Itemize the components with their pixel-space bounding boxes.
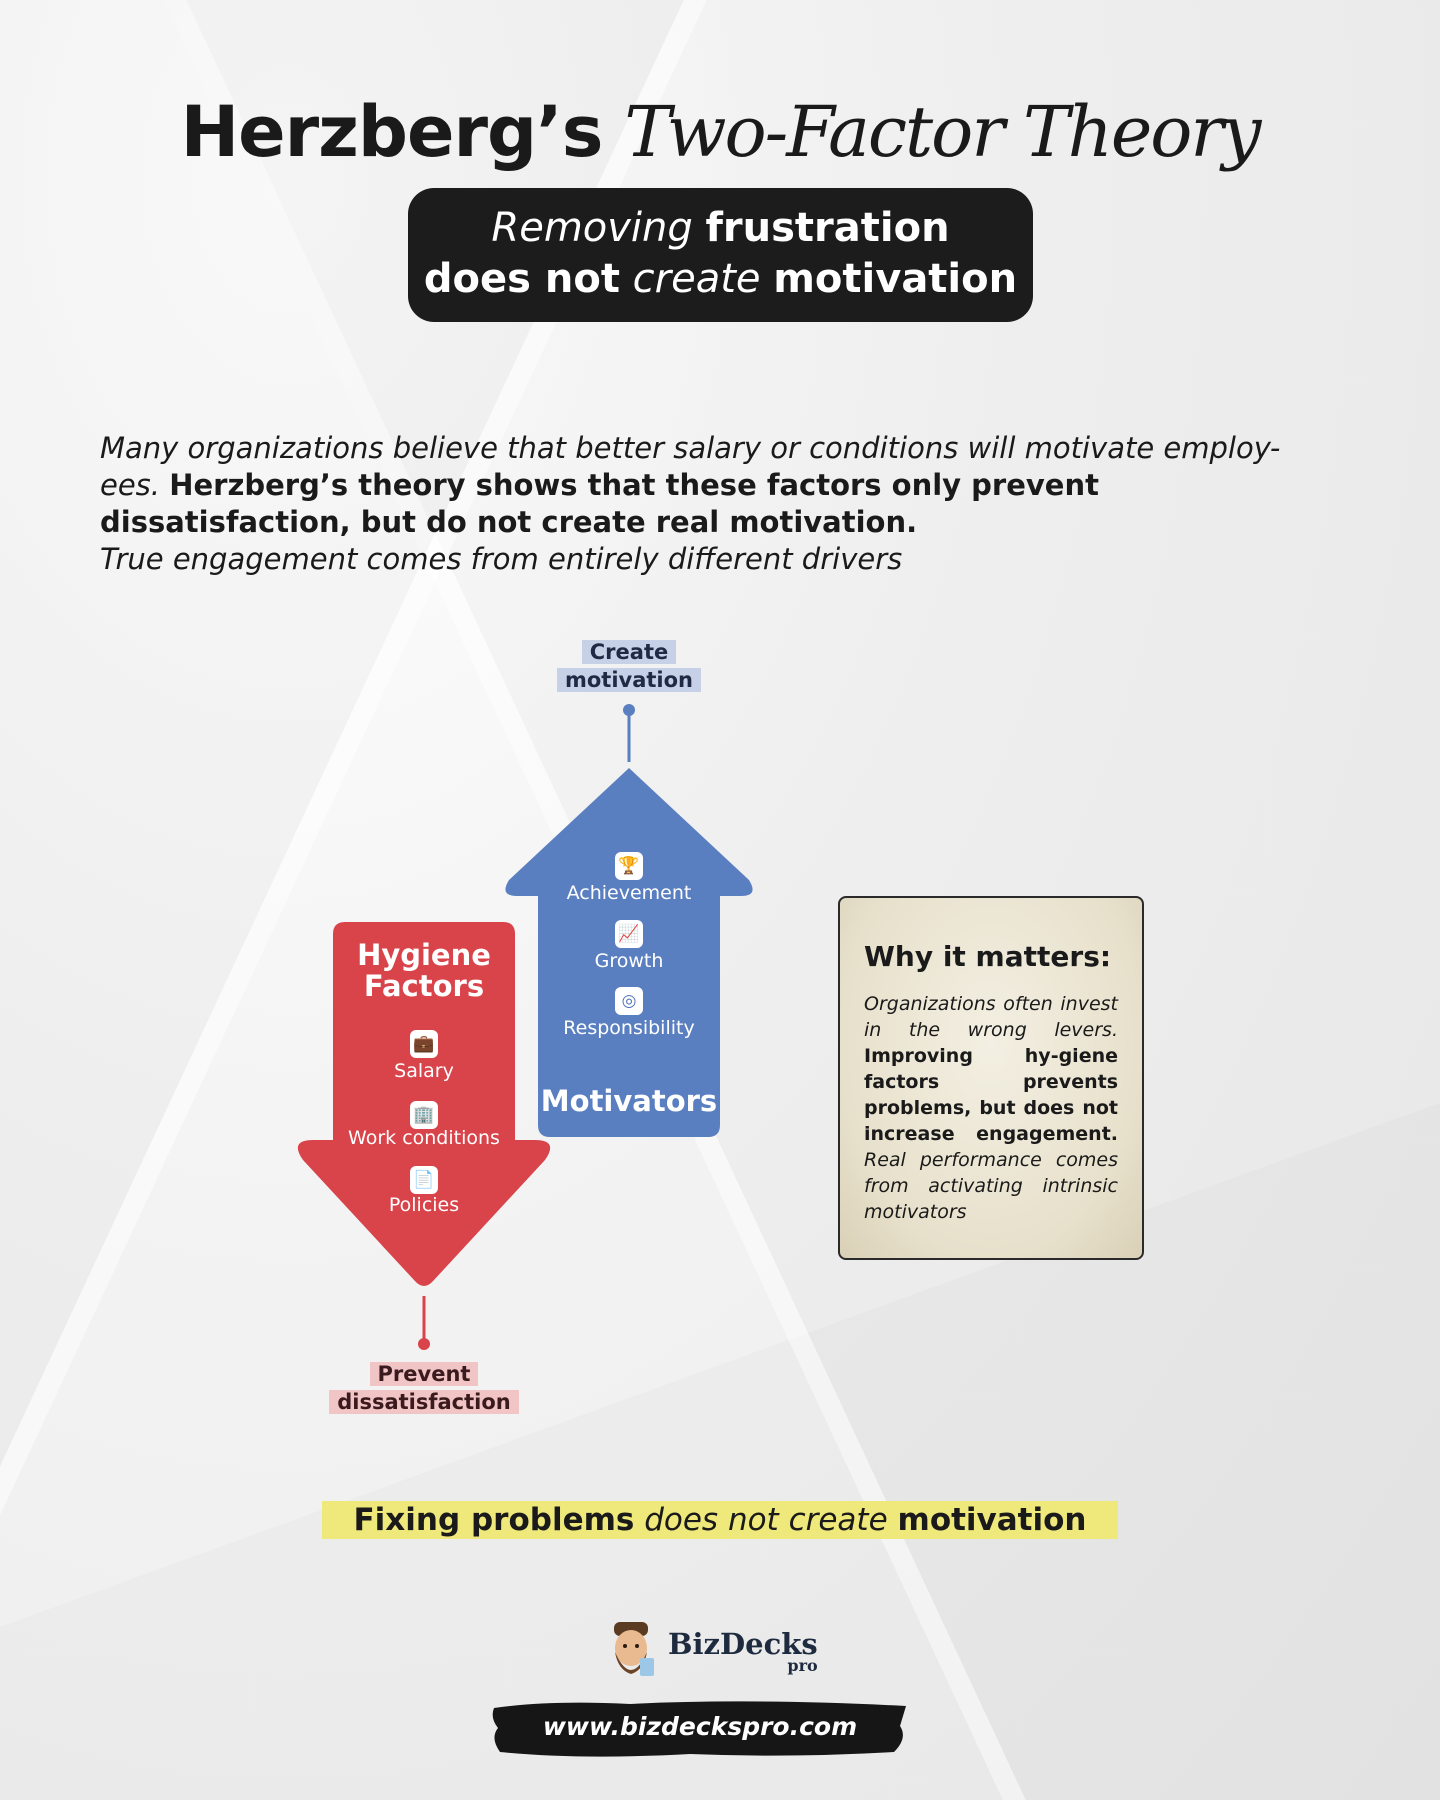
why-it-matters-card: Why it matters: Organizations often inve… — [838, 896, 1144, 1260]
conclusion-bold-b: motivation — [897, 1502, 1087, 1538]
why-heading: Why it matters: — [864, 940, 1112, 973]
why-bold: Improving hy-giene factors prevents prob… — [864, 1045, 1118, 1145]
motivators-connector-dot — [623, 704, 635, 716]
title-plain: Herzberg’s — [180, 91, 604, 173]
url-brush-stroke — [492, 1701, 906, 1757]
bearded-mascot-icon — [614, 1622, 654, 1676]
motivator-achievement-label: Achievement — [566, 882, 692, 904]
intro-italic-a: Many organizations believe that better s… — [100, 431, 1281, 502]
hygiene-work-conditions-label: Work conditions — [348, 1127, 500, 1149]
prevent-dissatisfaction-line-2: dissatisfaction — [329, 1390, 519, 1414]
subtitle-bold-does-not: does not — [423, 256, 620, 302]
why-italic-a: Organizations often invest in the wrong … — [864, 993, 1118, 1041]
motivator-growth-label: Growth — [594, 950, 664, 972]
subtitle-italic-removing: Removing — [491, 205, 693, 251]
create-motivation-line-2: motivation — [556, 668, 702, 692]
subtitle-line-2: does not create motivation — [408, 254, 1033, 305]
why-body: Organizations often invest in the wrong … — [864, 991, 1118, 1225]
motivators-arrow — [505, 768, 753, 1137]
hygiene-heading: Hygiene Factors — [334, 940, 514, 1002]
growth-chart-icon: 📈 — [615, 920, 643, 948]
brand-url-link[interactable]: www.bizdeckspro.com — [542, 1712, 858, 1741]
title-script: Two-Factor Theory — [624, 91, 1261, 173]
brand-suffix: pro — [787, 1656, 818, 1675]
hygiene-policies-label: Policies — [388, 1194, 460, 1216]
target-icon: ◎ — [615, 987, 643, 1015]
subtitle-bold-motivation: motivation — [773, 256, 1018, 302]
conclusion-highlight: Fixing problems does not create motivati… — [322, 1501, 1118, 1539]
hygiene-salary-label: Salary — [394, 1060, 454, 1082]
building-icon: 🏢 — [410, 1101, 438, 1129]
create-motivation-line-1: Create — [581, 640, 677, 664]
intro-text: Many organizations believe that better s… — [100, 430, 1340, 541]
why-italic-b: Real performance comes from activating i… — [864, 1149, 1118, 1223]
subtitle-bold-frustration: frustration — [705, 205, 950, 251]
conclusion-bold-a: Fixing problems — [353, 1502, 635, 1538]
hygiene-heading-line-2: Factors — [363, 969, 485, 1003]
prevent-dissatisfaction-line-1: Prevent — [369, 1362, 479, 1386]
motivator-responsibility-label: Responsibility — [563, 1017, 695, 1039]
subtitle-line-1: Removing frustration — [408, 203, 1033, 254]
subtitle-pill: Removing frustration does not create mot… — [408, 188, 1033, 322]
brand-logo: BizDecks pro — [604, 1618, 818, 1684]
hygiene-connector-dot — [418, 1338, 430, 1350]
intro-bold: Herzberg’s theory shows that these facto… — [100, 468, 1099, 539]
brand-name: BizDecks — [668, 1627, 818, 1661]
prevent-dissatisfaction-tag: Prevent dissatisfaction — [314, 1360, 534, 1416]
briefcase-icon: 💼 — [410, 1030, 438, 1058]
create-motivation-tag: Create motivation — [529, 638, 729, 694]
document-icon: 📄 — [410, 1166, 438, 1194]
motivators-heading: Motivators — [540, 1084, 718, 1118]
hygiene-heading-line-1: Hygiene — [357, 938, 491, 972]
trophy-icon: 🏆 — [615, 852, 643, 880]
conclusion-italic: does not create — [644, 1502, 888, 1538]
brand-wordmark: BizDecks pro — [668, 1627, 818, 1675]
intro-paragraph: Many organizations believe that better s… — [100, 430, 1340, 578]
subtitle-italic-create: create — [632, 256, 761, 302]
intro-italic-b: True engagement comes from entirely diff… — [100, 542, 903, 576]
